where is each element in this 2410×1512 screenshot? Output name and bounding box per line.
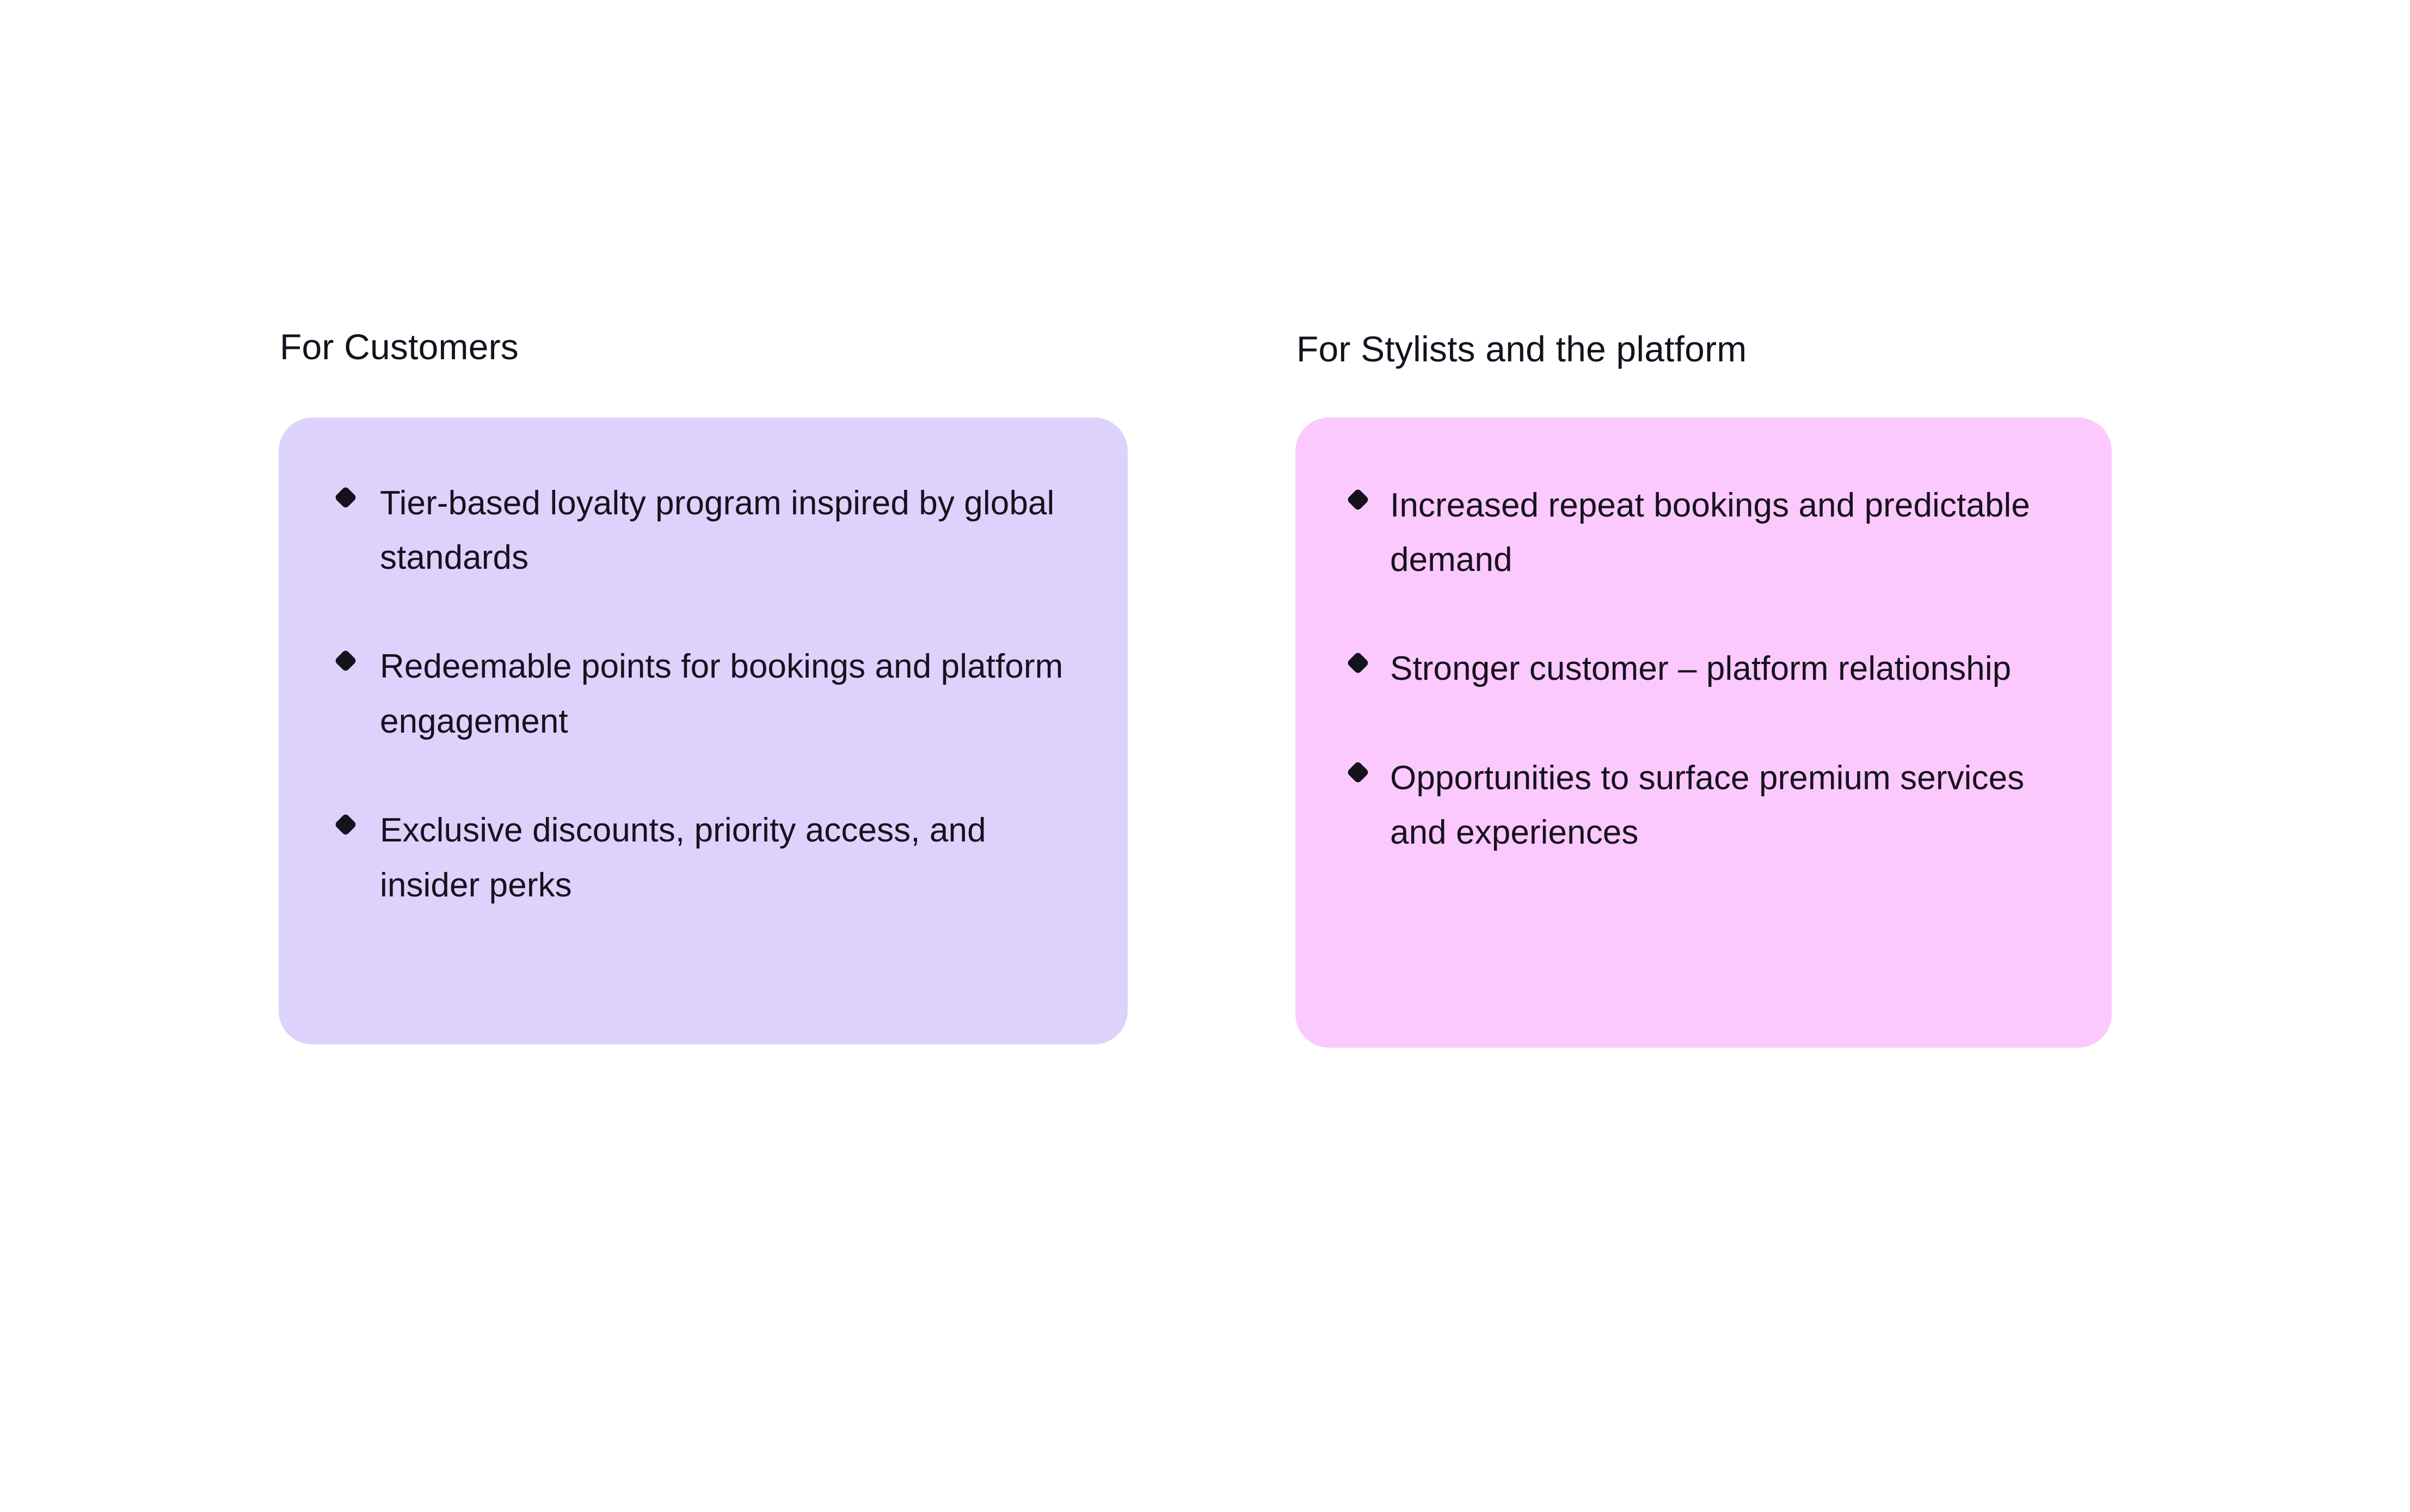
column-stylists: For Stylists and the platform Increased … — [1295, 327, 2112, 1048]
card-stylists: Increased repeat bookings and predictabl… — [1295, 417, 2112, 1048]
bullet-list-stylists: Increased repeat bookings and predictabl… — [1346, 478, 2081, 861]
list-item: Stronger customer – platform relationshi… — [1346, 642, 2081, 696]
bullet-text: Exclusive discounts, priority access, an… — [380, 812, 986, 904]
card-customers: Tier-based loyalty program inspired by g… — [279, 417, 1128, 1044]
bullet-text: Opportunities to surface premium service… — [1390, 759, 2025, 852]
bullet-text: Redeemable points for bookings and platf… — [380, 648, 1063, 740]
diamond-bullet-icon — [334, 649, 358, 673]
list-item: Redeemable points for bookings and platf… — [334, 640, 1090, 749]
list-item: Increased repeat bookings and predictabl… — [1346, 478, 2081, 588]
column-customers: For Customers Tier-based loyalty program… — [279, 324, 1128, 1044]
list-item: Exclusive discounts, priority access, an… — [334, 803, 1090, 913]
diamond-bullet-icon — [1346, 651, 1370, 675]
diamond-bullet-icon — [334, 813, 358, 837]
bullet-text: Tier-based loyalty program inspired by g… — [380, 484, 1055, 576]
diamond-bullet-icon — [1346, 760, 1370, 784]
column-heading-stylists: For Stylists and the platform — [1296, 329, 1747, 369]
column-heading-customers: For Customers — [280, 327, 519, 367]
list-item: Tier-based loyalty program inspired by g… — [334, 476, 1090, 586]
bullet-list-customers: Tier-based loyalty program inspired by g… — [334, 476, 1090, 913]
diamond-bullet-icon — [334, 485, 358, 509]
diamond-bullet-icon — [1346, 488, 1370, 511]
bullet-text: Increased repeat bookings and predictabl… — [1390, 486, 2031, 579]
bullet-text: Stronger customer – platform relationshi… — [1390, 650, 2012, 688]
list-item: Opportunities to surface premium service… — [1346, 751, 2081, 861]
